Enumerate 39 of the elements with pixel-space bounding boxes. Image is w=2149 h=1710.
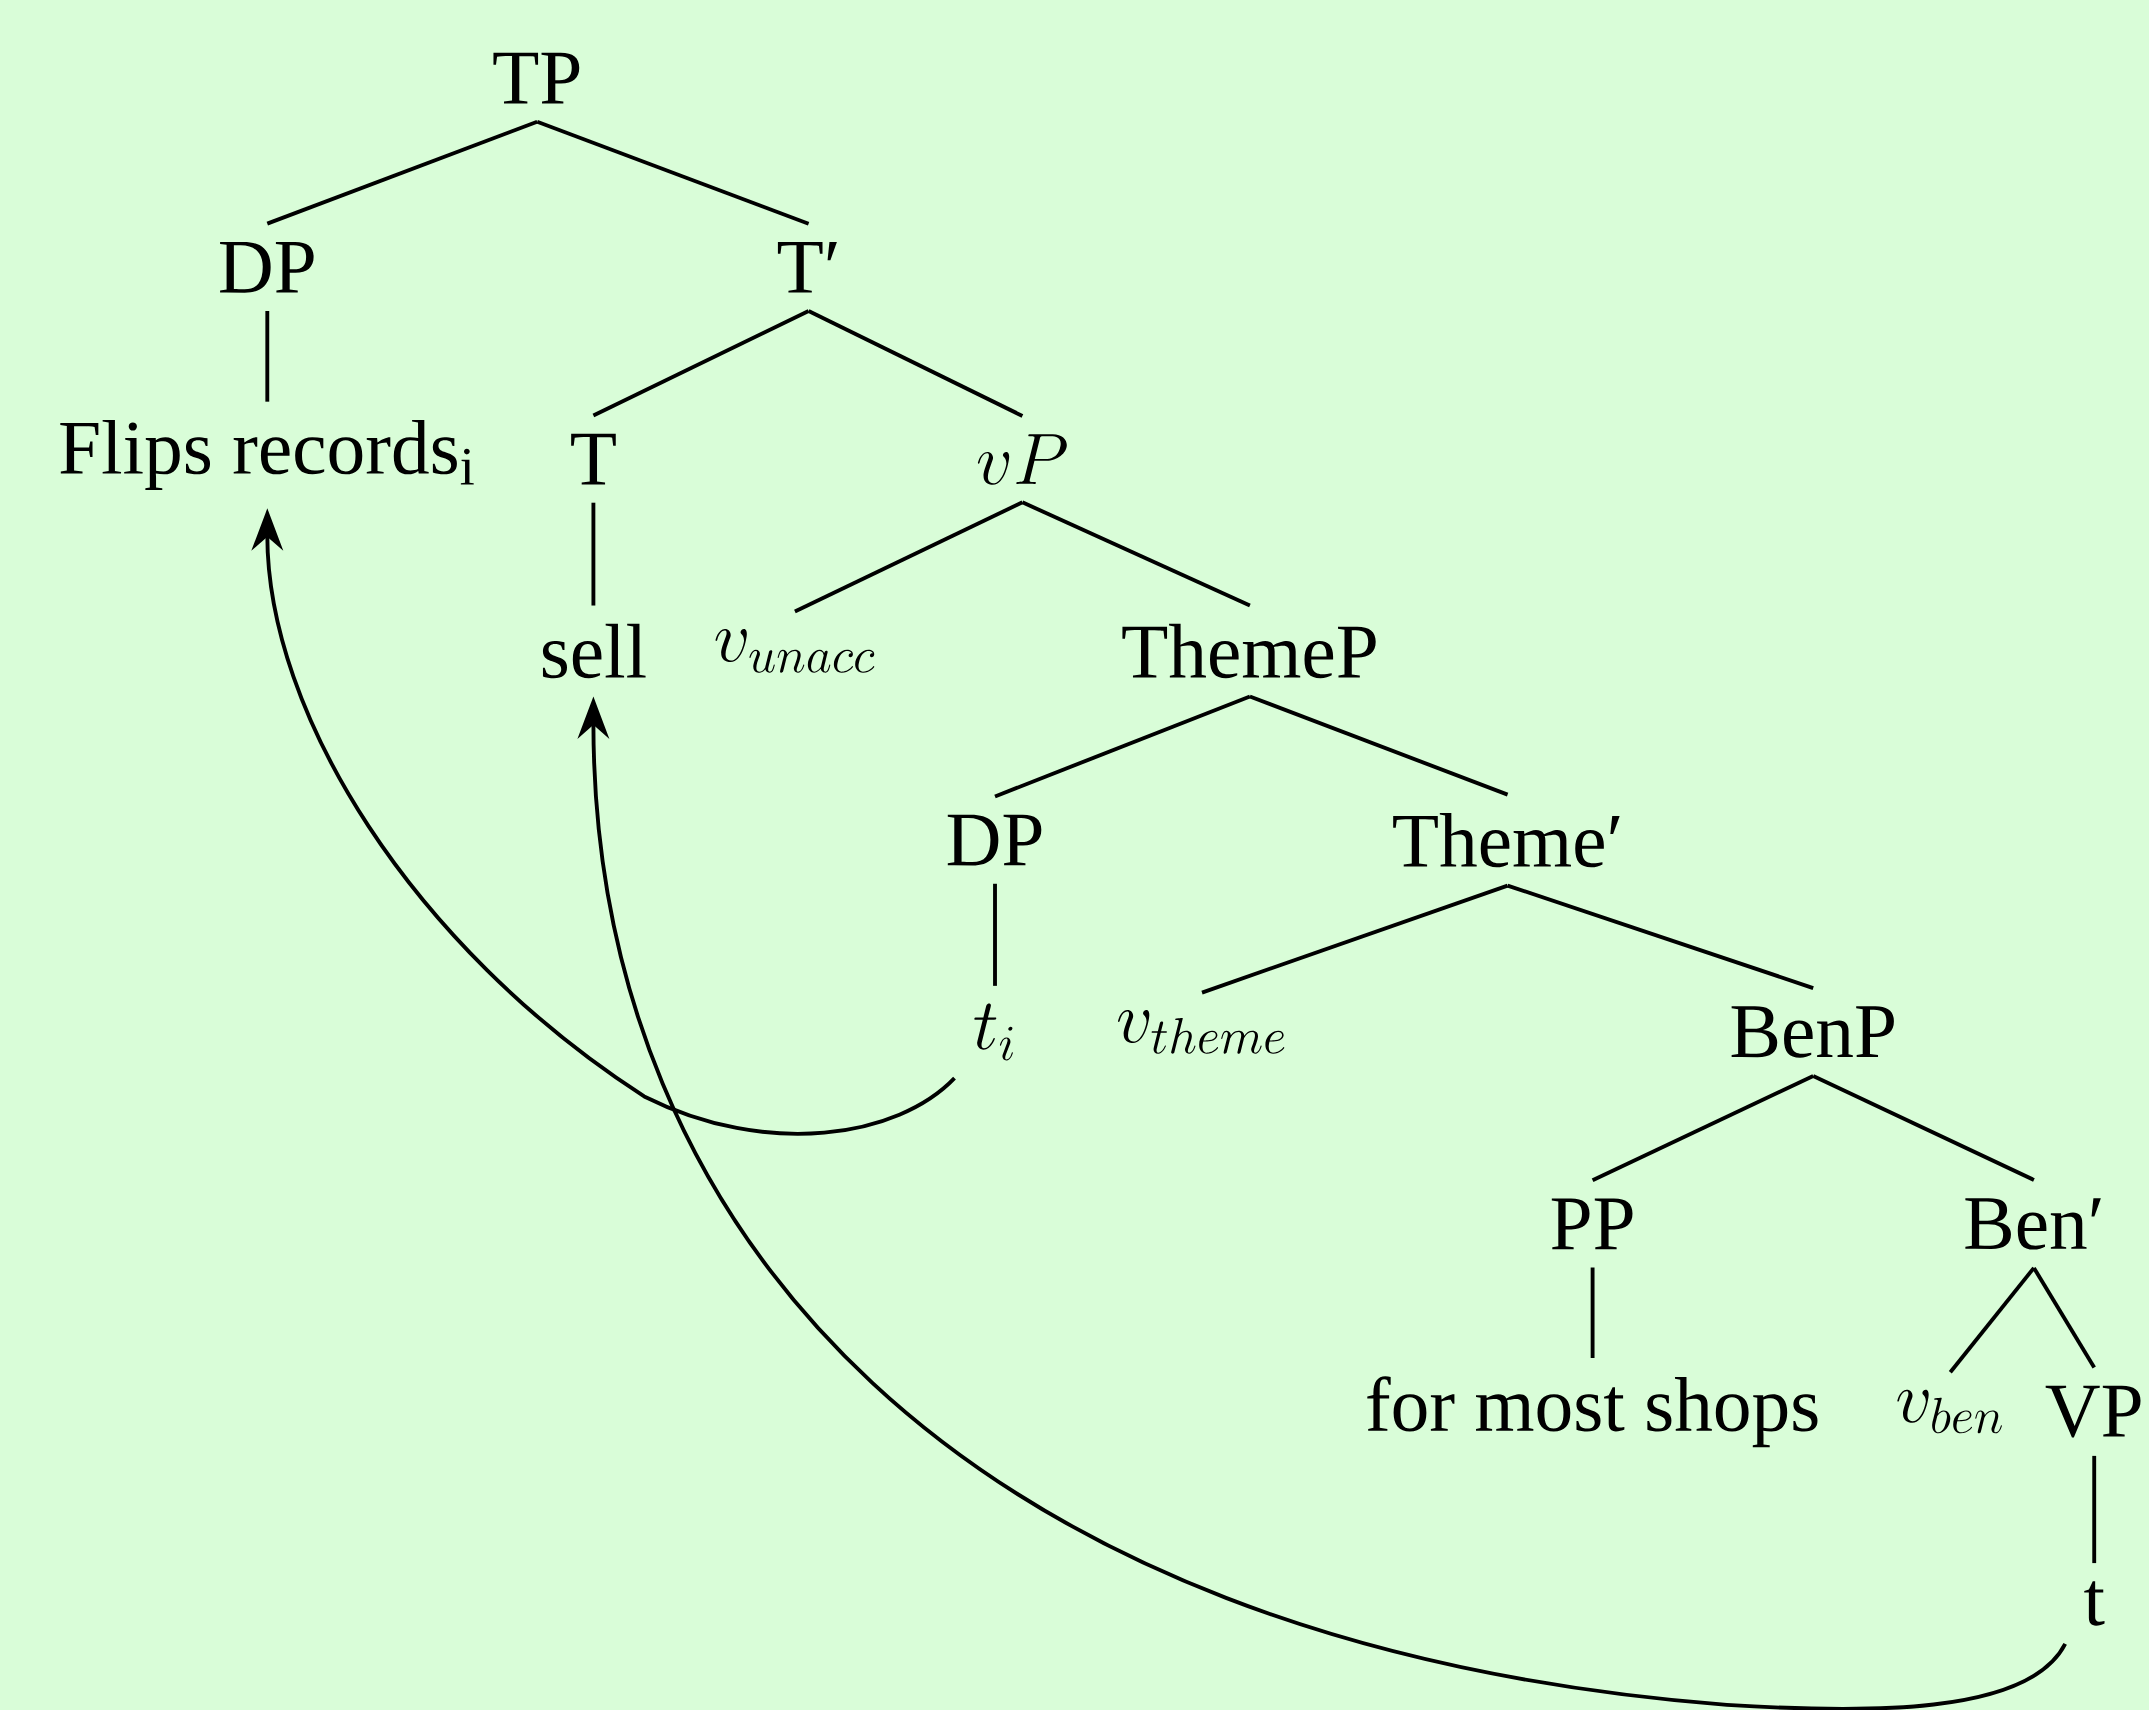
node-label: TP (493, 52, 580, 104)
node-label: T (571, 433, 616, 485)
node-label: for most shops (1367, 1376, 1818, 1447)
node-label: $t_i$ (974, 1003, 1013, 1061)
branch-line (2032, 1266, 2096, 1369)
node-label: $v_{theme}$ (1118, 1009, 1285, 1054)
branch-line (1812, 1074, 2035, 1182)
node-label: Ben′ (1965, 1198, 2101, 1250)
node-label: Flips records$_{i}$ (60, 419, 474, 490)
node-label: T′ (777, 241, 837, 293)
node-label: BenP (1731, 1006, 1894, 1058)
branch-line (1021, 500, 1251, 608)
branch-line (266, 119, 538, 226)
branch-line (1249, 694, 1509, 797)
branch-line (591, 502, 596, 606)
branch-line (1590, 1267, 1595, 1358)
node-label: ThemeP (1122, 623, 1376, 679)
node-label: DP (947, 814, 1042, 866)
node-label: VP (2045, 1385, 2141, 1438)
node-label: PP (1551, 1198, 1633, 1250)
node-label: t (2084, 1581, 2105, 1626)
branch-line (807, 308, 1024, 418)
branch-line (794, 500, 1024, 614)
node-label: $v_{ben}$ (1897, 1389, 2002, 1434)
node-label: sell (542, 623, 646, 679)
branch-line (994, 694, 1251, 799)
node-label: $vP$ (977, 434, 1067, 485)
branch-line (1201, 883, 1509, 995)
branch-line (1948, 1266, 2036, 1374)
branch-line (1591, 1074, 1815, 1182)
branch-line (536, 119, 810, 226)
node-label: DP (220, 241, 314, 293)
branch-line (1507, 883, 1814, 990)
node-label: $v_{unacc}$ (715, 628, 875, 673)
branch-line (2092, 1455, 2097, 1563)
node-label: Theme′ (1393, 812, 1620, 868)
branch-line (265, 310, 270, 402)
branch-line (993, 883, 997, 986)
branch-line (592, 308, 810, 418)
